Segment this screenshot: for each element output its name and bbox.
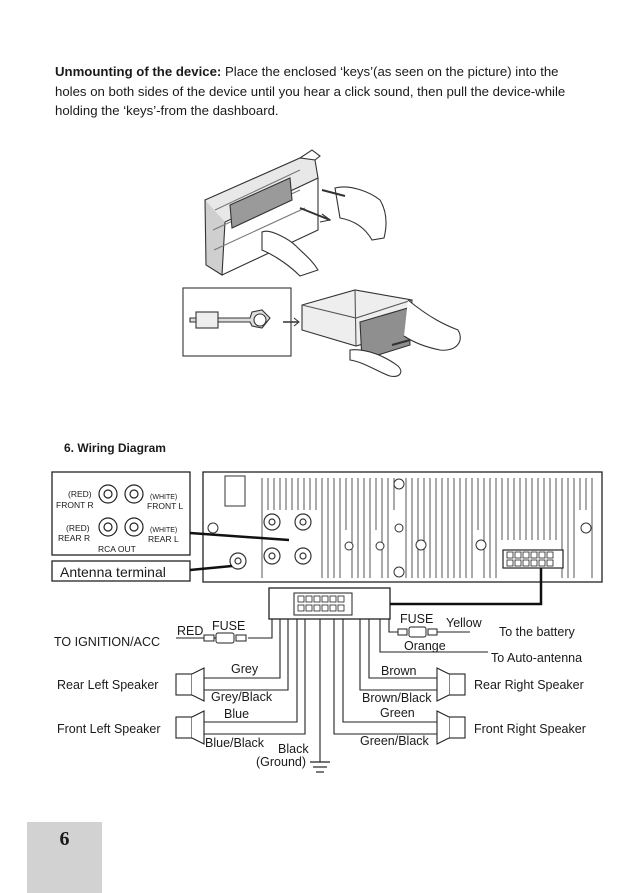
rear-r-color-label: (RED) bbox=[66, 523, 90, 533]
orange-wire-label: Orange bbox=[404, 639, 446, 653]
antenna-terminal-label: Antenna terminal bbox=[60, 564, 166, 580]
front-left-speaker-icon bbox=[175, 710, 205, 745]
unmounting-heading: Unmounting of the device: bbox=[55, 64, 222, 79]
brown-wire-label: Brown bbox=[381, 664, 416, 678]
black-wire-label: Black bbox=[278, 742, 309, 756]
yellow-wire-label: Yellow bbox=[446, 616, 483, 630]
ground-label: (Ground) bbox=[256, 755, 306, 769]
front-left-speaker-label: Front Left Speaker bbox=[57, 722, 161, 736]
blue-wire-label: Blue bbox=[224, 707, 249, 721]
front-l-color-label: (WHITE) bbox=[150, 494, 177, 501]
grey-black-wire-label: Grey/Black bbox=[211, 690, 273, 704]
rear-left-speaker-label: Rear Left Speaker bbox=[57, 678, 158, 692]
key-inset-drawing bbox=[182, 287, 461, 377]
page-number: 6 bbox=[59, 828, 70, 850]
rear-l-label: REAR L bbox=[148, 534, 179, 544]
brown-black-wire-label: Brown/Black bbox=[362, 691, 432, 705]
rear-right-speaker-label: Rear Right Speaker bbox=[474, 678, 584, 692]
antenna-terminal-box bbox=[51, 560, 191, 582]
ground-icon bbox=[310, 761, 330, 773]
to-ignition-label: TO IGNITION/ACC bbox=[54, 635, 160, 649]
unmounting-instructions: Unmounting of the device: Place the encl… bbox=[55, 62, 585, 121]
radio-frame-drawing bbox=[204, 149, 387, 277]
rear-left-speaker-icon bbox=[175, 667, 205, 702]
fuses bbox=[203, 626, 438, 644]
wires bbox=[176, 619, 488, 762]
blue-black-wire-label: Blue/Black bbox=[205, 736, 265, 750]
rca-out-label: RCA OUT bbox=[98, 544, 136, 554]
unit-back-panel bbox=[202, 471, 603, 583]
section-title: 6. Wiring Diagram bbox=[64, 441, 166, 455]
front-right-speaker-icon bbox=[436, 710, 466, 745]
front-r-label: FRONT R bbox=[56, 500, 94, 510]
grey-wire-label: Grey bbox=[231, 662, 259, 676]
unmounting-text: Place the enclosed ‘keys’(as seen on the… bbox=[55, 64, 566, 118]
rear-right-speaker-icon bbox=[436, 667, 466, 702]
green-black-wire-label: Green/Black bbox=[360, 734, 430, 748]
green-wire-label: Green bbox=[380, 706, 415, 720]
wiring-harness-connector bbox=[268, 587, 391, 620]
rear-l-color-label: (WHITE) bbox=[150, 527, 177, 534]
rca-output-box: (RED) FRONT R (WHITE) FRONT L (RED) REAR… bbox=[51, 471, 191, 556]
rear-r-label: REAR R bbox=[58, 533, 90, 543]
to-auto-antenna-label: To Auto-antenna bbox=[491, 651, 582, 665]
front-right-speaker-label: Front Right Speaker bbox=[474, 722, 586, 736]
to-battery-label: To the battery bbox=[499, 625, 575, 639]
red-wire-label: RED bbox=[177, 624, 203, 638]
front-r-color-label: (RED) bbox=[68, 489, 92, 499]
fuse-right-label: FUSE bbox=[400, 612, 433, 626]
front-l-label: FRONT L bbox=[147, 501, 183, 511]
page-number-tab: 6 bbox=[27, 822, 102, 893]
fuse-left-label: FUSE bbox=[212, 619, 245, 633]
